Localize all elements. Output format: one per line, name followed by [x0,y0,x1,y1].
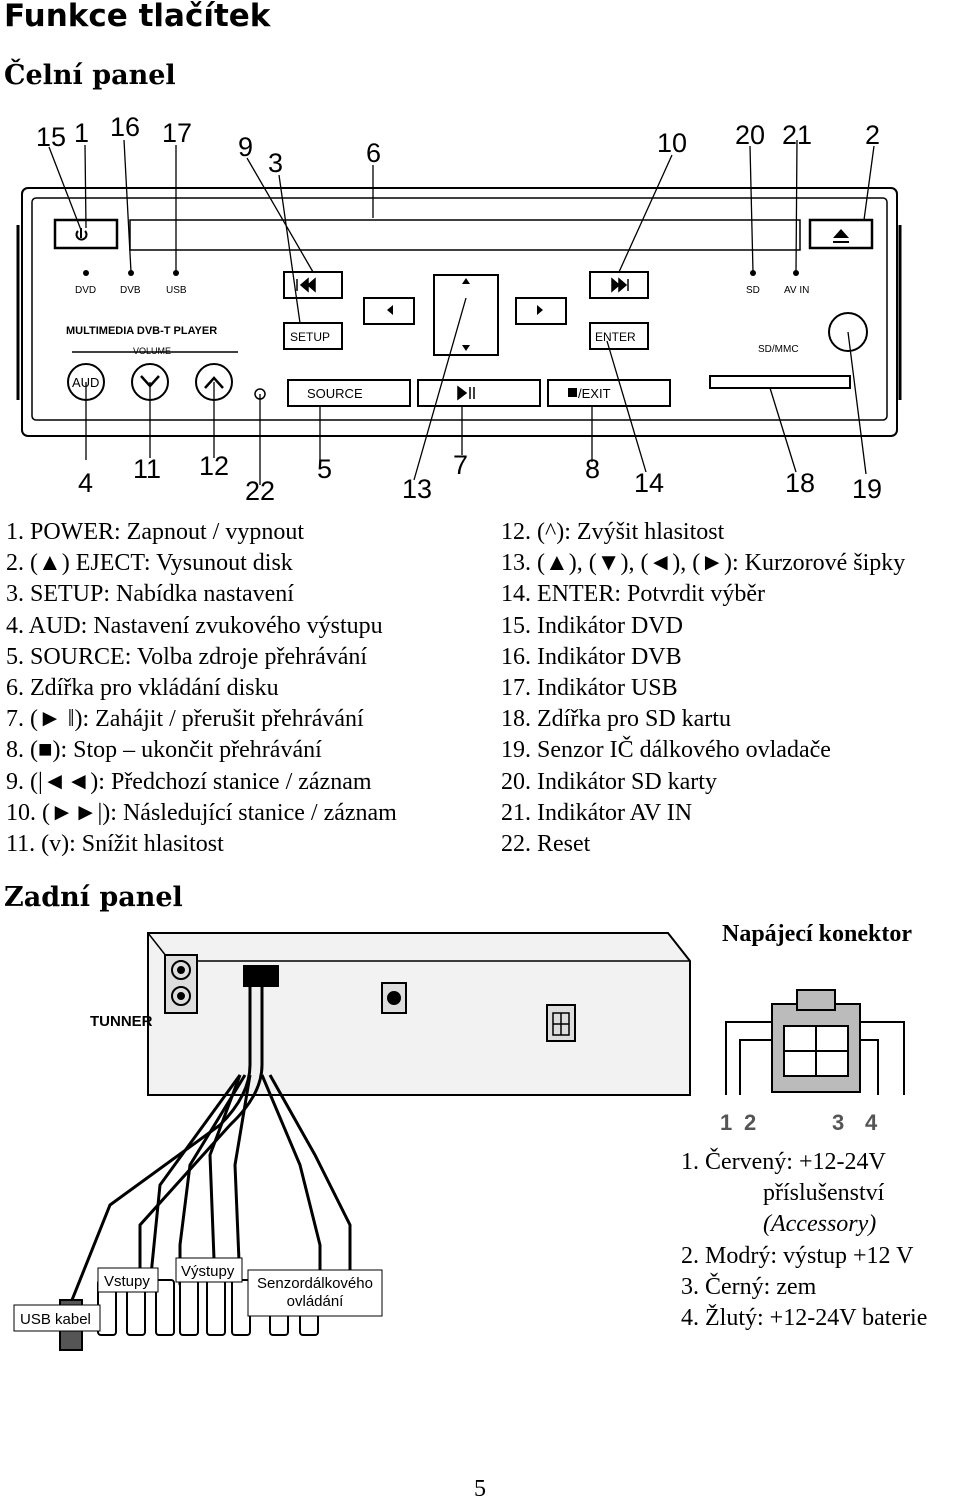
rear-panel-heading: Zadní panel [4,882,183,913]
cursor-pad[interactable] [433,274,499,356]
callout-7: 7 [453,450,468,480]
list-item: 11. (v): Snížit hlasitost [6,831,224,858]
functions-list-right: 12. (^): Zvýšit hlasitost 13. (▲), (▼), … [501,517,905,860]
list-item: 16. Indikátor DVB [501,643,682,670]
list-item: 7. (► ‖): Zahájit / přerušit přehrávání [6,706,364,733]
callout-1: 1 [74,118,89,148]
sd-indicator-label: SD [746,285,760,296]
model-label: MULTIMEDIA DVB-T PLAYER [66,325,217,337]
enter-button[interactable] [589,322,649,350]
setup-label: SETUP [290,330,330,344]
dvb-indicator-label: DVB [120,285,141,296]
outputs-label: Výstupy [181,1263,235,1280]
pin-number-4: 4 [865,1110,878,1135]
callout-6: 6 [366,138,381,168]
pin-number-1: 1 [720,1110,732,1135]
list-item: 6. Zdířka pro vkládání disku [6,675,279,702]
list-item: 8. (■): Stop – ukončit přehrávání [6,737,322,764]
callout-5: 5 [317,454,332,484]
list-item: 4. Žlutý: +12-24V baterie [681,1305,928,1332]
callout-21: 21 [782,120,812,150]
source-button[interactable] [287,379,411,407]
list-item: 4. AUD: Nastavení zvukového výstupu [6,612,383,639]
volume-label: VOLUME [133,346,171,356]
callout-20: 20 [735,120,765,150]
list-item: 12. (^): Zvýšit hlasitost [501,519,725,545]
list-item: 18. Zdířka pro SD kartu [501,706,731,733]
callout-13: 13 [402,474,432,504]
setup-button[interactable] [283,322,343,350]
connector-title: Napájecí konektor [722,921,912,947]
callout-17: 17 [162,118,192,148]
power-connector-diagram: 1 2 3 4 [720,989,905,1135]
usb-port [243,965,279,987]
callout-15: 15 [36,122,66,152]
pin-number-3: 3 [832,1110,844,1135]
list-item: 1. Červený: +12-24V [681,1149,886,1175]
list-item: 10. (►►|): Následující stanice / záznam [6,799,397,826]
usb-cable-label: USB kabel [20,1311,91,1328]
front-panel-heading: Čelní panel [4,60,176,91]
list-item: 2. Modrý: výstup +12 V [681,1242,914,1269]
tuner-sockets [164,954,198,1014]
list-item: (Accessory) [763,1211,877,1238]
list-item: příslušenství [763,1180,885,1207]
callout-16: 16 [110,112,140,142]
sd-card-slot[interactable] [709,375,851,389]
dvd-indicator-label: DVD [75,285,96,296]
list-item: 5. SOURCE: Volba zdroje přehrávání [6,643,368,670]
ir-sensor [828,312,868,352]
callout-11: 11 [133,454,161,484]
page-number: 5 [474,1476,486,1502]
usb-indicator-label: USB [166,285,187,296]
callout-3: 3 [268,148,283,178]
list-item: 3. SETUP: Nabídka nastavení [6,581,294,608]
callout-10: 10 [657,128,687,158]
sdmmc-label: SD/MMC [758,344,799,355]
avin-indicator-label: AV IN [784,285,809,296]
disc-slot [129,219,801,251]
list-item: 13. (▲), (▼), (◄), (►): Kurzorové šipky [501,550,906,577]
front-panel-diagram: DVD DVB USB SD AV IN MULTIMEDIA DVB-T PL… [16,112,902,506]
list-item: 21. Indikátor AV IN [501,799,693,826]
play-pause-button[interactable] [417,379,541,407]
pin-number-2: 2 [744,1110,756,1135]
callout-14: 14 [634,468,664,498]
list-item: 19. Senzor IČ dálkového ovladače [501,737,831,764]
list-item: 20. Indikátor SD karty [501,768,717,795]
list-item: 15. Indikátor DVD [501,612,683,639]
callout-18: 18 [785,468,815,498]
eject-button[interactable] [808,218,874,250]
source-label: SOURCE [307,386,363,401]
callout-19: 19 [852,474,882,504]
list-item: 14. ENTER: Potvrdit výběr [501,581,765,608]
enter-label: ENTER [595,330,636,344]
rear-panel-body [147,932,691,1096]
callout-12: 12 [199,451,229,481]
callout-2: 2 [865,120,880,150]
callout-8: 8 [585,454,600,484]
callout-9: 9 [238,132,253,162]
inputs-label: Vstupy [104,1273,150,1290]
list-item: 9. (|◄◄): Předchozí stanice / záznam [6,768,372,795]
connector-pin-list: 1. Červený: +12-24V příslušenství (Acces… [681,1147,927,1334]
functions-list-left: 1. POWER: Zapnout / vypnout 2. (▲) EJECT… [6,517,397,860]
page-title: Funkce tlačítek [4,0,271,34]
exit-label: /EXIT [578,386,611,401]
callout-22: 22 [245,476,275,506]
tuner-label: TUNNER [90,1013,153,1030]
list-item: 22. Reset [501,831,591,858]
list-item: 1. POWER: Zapnout / vypnout [6,519,304,545]
callout-4: 4 [78,468,93,498]
front-panel-body [21,187,898,437]
stop-exit-button[interactable] [547,379,671,407]
list-item: 2. (▲) EJECT: Vysunout disk [6,550,293,577]
list-item: 17. Indikátor USB [501,675,678,702]
list-item: 3. Černý: zem [681,1273,817,1300]
